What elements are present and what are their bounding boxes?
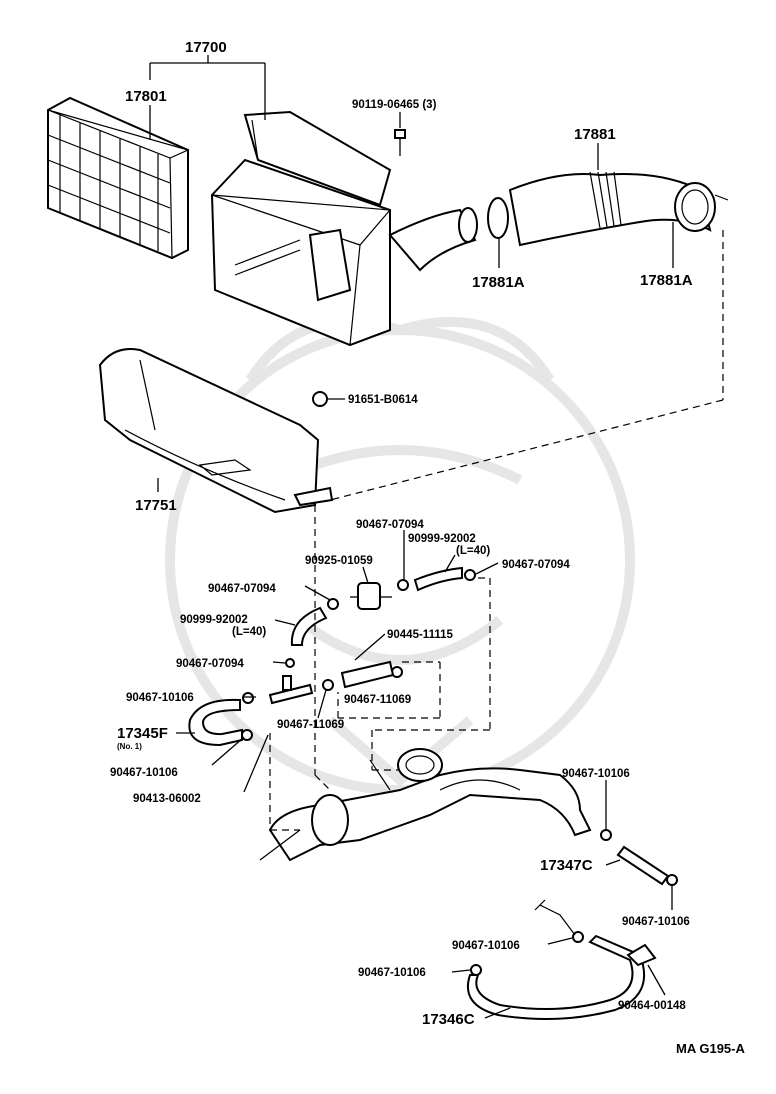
label-90467-10106-hose-top: 90467-10106 (452, 940, 520, 952)
dashed-connection-lines (269, 230, 724, 831)
label-90464-00148: 90464-00148 (618, 1000, 686, 1012)
bolt-icon (394, 129, 406, 156)
air-cleaner-hose (487, 171, 729, 247)
label-90999-92002-left: 90999-92002 (180, 614, 248, 626)
vacuum-hose-upper (413, 566, 463, 592)
label-90999-92002-left-length: (L=40) (232, 626, 266, 638)
label-90467-10106-hose-left: 90467-10106 (358, 967, 426, 979)
air-cleaner-case (210, 110, 478, 347)
label-90467-10106-mid: 90467-10106 (110, 767, 178, 779)
label-17345f-no: (No. 1) (117, 742, 142, 751)
part-labels: 17700 17801 90119-06465 (3) 17881 17881A… (110, 39, 745, 1056)
pipe-90445 (340, 660, 395, 689)
label-90467-10106-right-bottom: 90467-10106 (622, 916, 690, 928)
hose-17345f (188, 698, 243, 747)
label-90467-11069-right: 90467-11069 (344, 694, 411, 706)
hose-17346c (467, 899, 657, 1020)
label-90999-92002-right-length: (L=40) (456, 545, 490, 557)
label-90467-10106-right-top: 90467-10106 (562, 768, 630, 780)
label-17881a-left: 17881A (472, 274, 525, 291)
label-90119-06465: 90119-06465 (3) (352, 99, 437, 111)
label-90467-11069-lower: 90467-11069 (277, 719, 344, 731)
label-17881: 17881 (574, 126, 616, 143)
label-90467-10106-left: 90467-10106 (126, 692, 194, 704)
label-90467-07094-right: 90467-07094 (502, 559, 570, 571)
label-17700: 17700 (185, 39, 227, 56)
label-90467-07094-small: 90467-07094 (176, 658, 244, 670)
label-90467-07094-left: 90467-07094 (208, 583, 276, 595)
label-90467-07094-top: 90467-07094 (356, 519, 424, 531)
label-90925-01059: 90925-01059 (305, 555, 373, 567)
label-17751: 17751 (135, 497, 177, 514)
label-90413-06002: 90413-06002 (133, 793, 201, 805)
label-17345f: 17345F (117, 725, 168, 742)
grommet-icon (312, 391, 328, 407)
leader-lines (149, 55, 674, 1019)
pipe-17347c (616, 845, 670, 886)
figure-code: MA G195-A (676, 1041, 745, 1056)
background-emblem-watermark (165, 316, 635, 795)
label-17347c: 17347C (540, 857, 593, 874)
throttle-body-assembly (259, 748, 592, 862)
intake-duct (98, 348, 334, 514)
vacuum-valve (350, 582, 392, 610)
label-17801: 17801 (125, 88, 167, 105)
label-91651-b0614: 91651-B0614 (348, 394, 418, 406)
air-filter-element (47, 96, 190, 260)
label-90445-11115: 90445-11115 (387, 629, 453, 641)
label-17346c: 17346C (422, 1011, 475, 1028)
tee-joint (268, 675, 314, 705)
label-17881a-right: 17881A (640, 272, 693, 289)
vacuum-hose-left (290, 606, 328, 646)
label-90999-92002-right: 90999-92002 (408, 533, 476, 545)
